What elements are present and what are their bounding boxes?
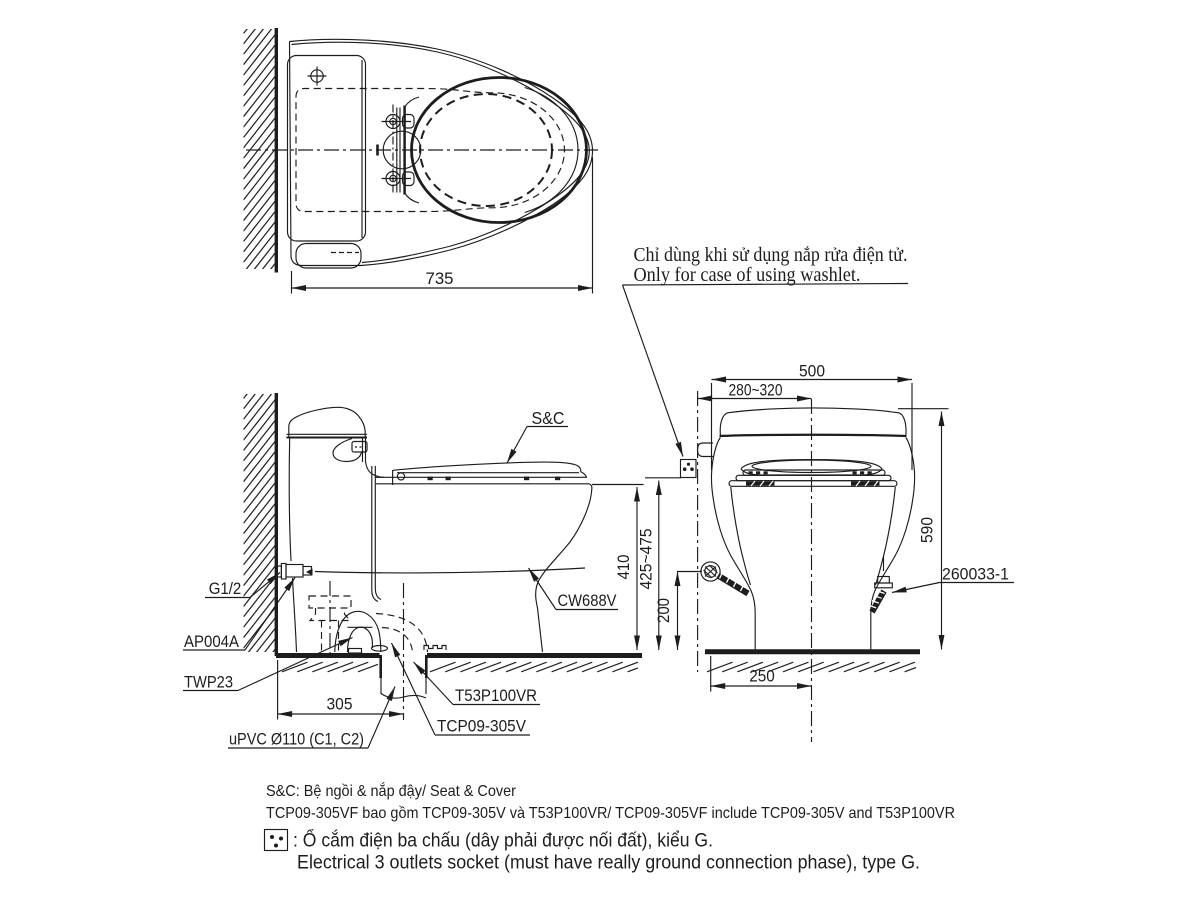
svg-text:uPVC Ø110 (C1, C2): uPVC Ø110 (C1, C2) [229, 731, 364, 749]
svg-text:T53P100VR: T53P100VR [455, 687, 537, 705]
svg-text:305: 305 [327, 696, 353, 714]
svg-text:S&C: Bệ ngồi & nắp đậy/ Seat &: S&C: Bệ ngồi & nắp đậy/ Seat & Cover [266, 781, 517, 800]
svg-text:590: 590 [919, 517, 937, 543]
svg-text:200: 200 [655, 598, 673, 623]
svg-text:Chỉ dùng khi sử dụng nắp rửa đ: Chỉ dùng khi sử dụng nắp rửa điện tử. [634, 244, 908, 266]
svg-text:S&C: S&C [532, 408, 565, 428]
svg-text:TCP09-305V: TCP09-305V [437, 718, 526, 736]
svg-text:280~320: 280~320 [729, 382, 783, 400]
svg-text:Electrical 3 outlets socket (m: Electrical 3 outlets socket (must have r… [297, 852, 920, 874]
svg-text:Only for case of using washlet: Only for case of using washlet. [634, 264, 861, 286]
svg-text:CW688V: CW688V [558, 592, 617, 610]
svg-text:TWP23: TWP23 [184, 674, 233, 692]
svg-text:250: 250 [749, 668, 775, 686]
svg-text:425~475: 425~475 [638, 529, 656, 590]
svg-text:G1/2: G1/2 [209, 580, 242, 598]
svg-text:260033-1: 260033-1 [942, 566, 1009, 584]
svg-text:735: 735 [426, 270, 454, 288]
svg-text:: Ổ cắm điện ba chấu (dây phải: : Ổ cắm điện ba chấu (dây phải được nối … [293, 828, 713, 852]
svg-text:AP004A: AP004A [184, 633, 239, 651]
svg-text:410: 410 [615, 555, 633, 580]
svg-text:500: 500 [799, 363, 825, 381]
svg-text:TCP09-305VF bao gồm TCP09-305V: TCP09-305VF bao gồm TCP09-305V và T53P10… [266, 805, 955, 822]
